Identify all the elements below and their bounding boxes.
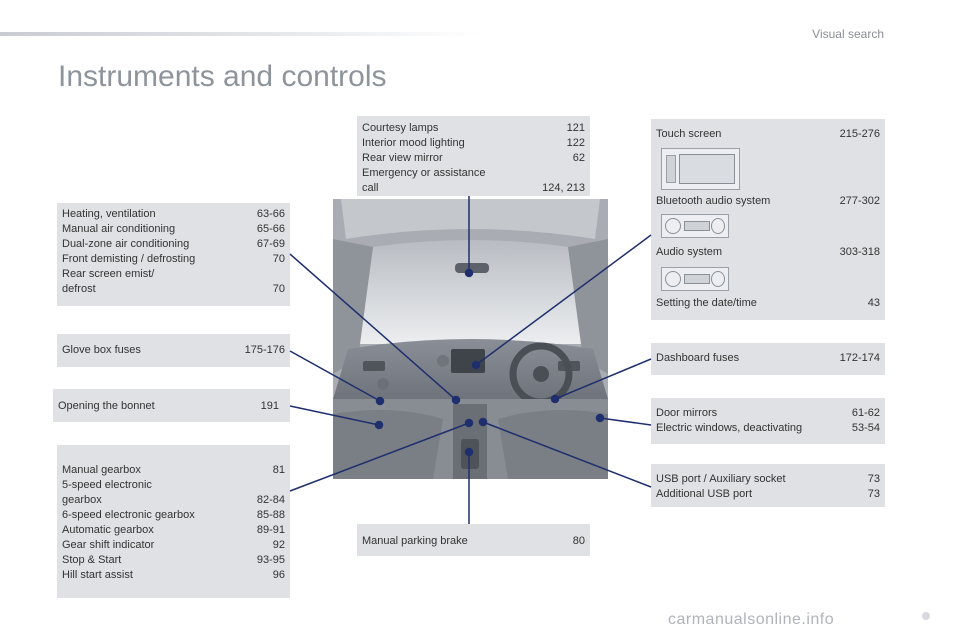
- dashboard-illustration: [333, 199, 608, 479]
- touch-screen-image: [661, 148, 740, 190]
- watermark: carmanualsonline.info: [668, 611, 835, 628]
- bluetooth-audio-image: [661, 214, 729, 238]
- page-marker: [922, 612, 930, 620]
- header-rule: [0, 32, 480, 36]
- audio-system-image: [661, 267, 729, 291]
- page-title: Instruments and controls: [58, 60, 387, 93]
- section-title: Visual search: [812, 27, 884, 41]
